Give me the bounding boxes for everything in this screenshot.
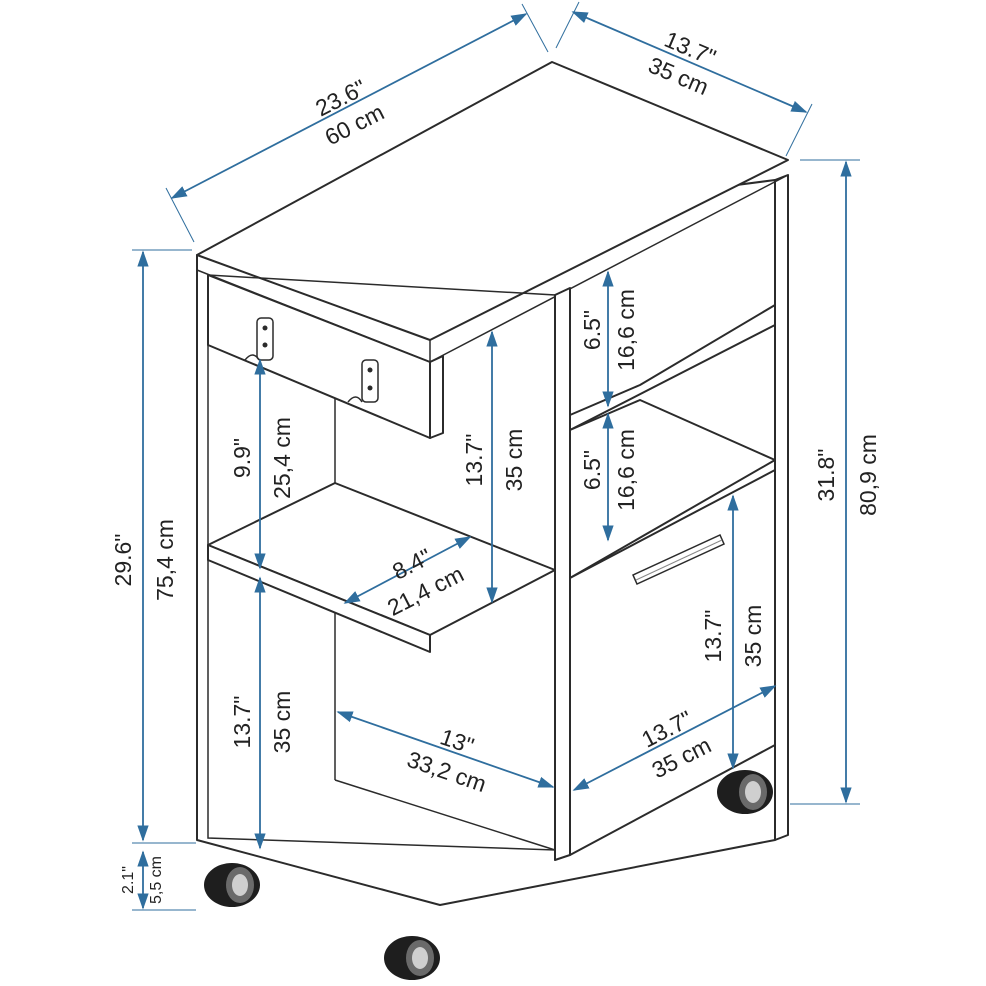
mid-height-inch: 13.7" — [461, 434, 487, 487]
wheel-height-cm: 5,5 cm — [148, 856, 165, 904]
wheel-icon — [384, 936, 440, 980]
right-mid-inch: 6.5" — [579, 450, 605, 490]
dimension-labels: 23.6" 60 cm 13.7" 35 cm 31.8" 80,9 cm 29… — [110, 26, 881, 904]
wheel-height-inch: 2.1" — [120, 866, 137, 894]
upper-gap-cm: 25,4 cm — [269, 417, 295, 499]
dimension-lines — [132, 1, 860, 911]
total-height-cm: 80,9 cm — [855, 434, 881, 516]
wheel-icon — [204, 863, 260, 907]
hinge-icon — [347, 359, 379, 403]
total-height-inch: 31.8" — [813, 449, 839, 502]
handle-icon — [632, 534, 725, 585]
right-upper-inch: 6.5" — [579, 310, 605, 350]
door-height-inch: 13.7" — [700, 610, 726, 663]
upper-gap-inch: 9.9" — [229, 438, 255, 478]
right-mid-cm: 16,6 cm — [613, 429, 639, 511]
right-upper-cm: 16,6 cm — [613, 289, 639, 371]
lower-gap-cm: 35 cm — [269, 691, 295, 754]
door-height-cm: 35 cm — [740, 605, 766, 668]
wheel-icon — [717, 770, 773, 814]
body-height-inch: 29.6" — [110, 534, 136, 587]
mid-height-cm: 35 cm — [501, 429, 527, 492]
lower-gap-inch: 13.7" — [229, 696, 255, 749]
body-height-cm: 75,4 cm — [152, 519, 178, 601]
